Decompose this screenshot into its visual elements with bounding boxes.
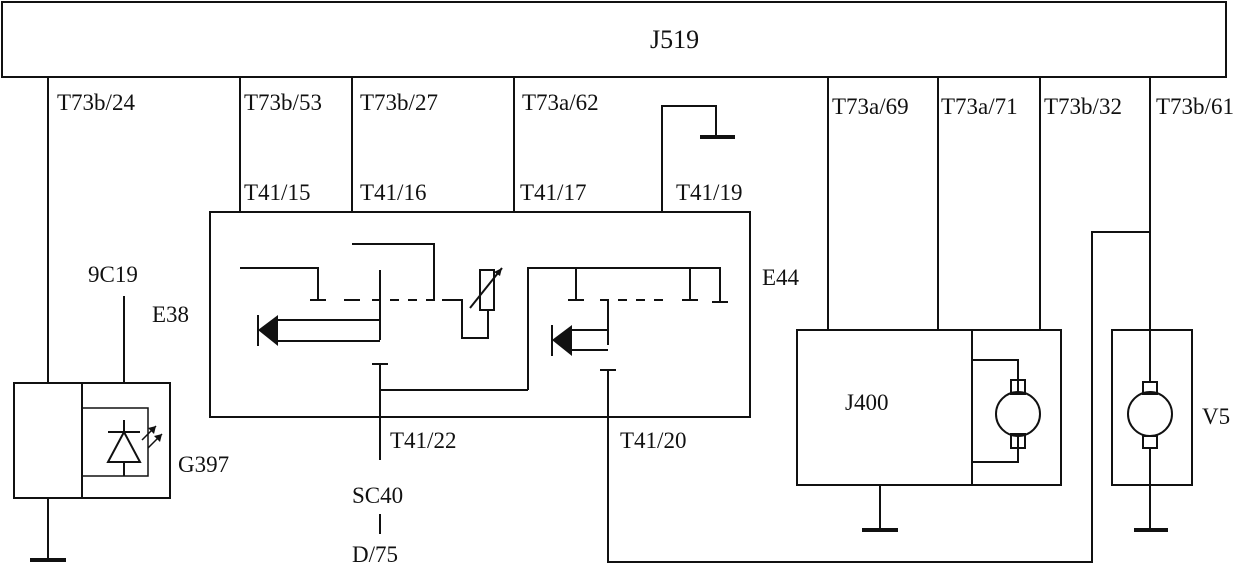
motor-icon — [972, 359, 1041, 463]
d75-label: D/75 — [352, 542, 398, 567]
e44-pushbutton-arrow-icon — [552, 325, 572, 356]
fuse-sc40: SC40 D/75 — [352, 483, 403, 567]
pin-label-t41-16: T41/16 — [360, 180, 426, 205]
pin-label-t73b-24: T73b/24 — [57, 90, 135, 115]
sc40-label: SC40 — [352, 483, 403, 508]
e44-label: E44 — [762, 265, 800, 290]
e38-label: E38 — [152, 302, 189, 327]
pin-label-t73b-32: T73b/32 — [1044, 94, 1122, 119]
c19-label: 9C19 — [88, 262, 138, 287]
pin-label-t73a-71: T73a/71 — [941, 94, 1018, 119]
pin-label-t73a-62: T73a/62 — [522, 90, 599, 115]
e38-switch[interactable]: E38 — [152, 243, 442, 460]
top-pin-labels: T73b/24 T73b/53 T73b/27 T73a/62 T73a/69 … — [57, 90, 1234, 119]
pin-label-t41-19: T41/19 — [676, 180, 742, 205]
photodiode-icon — [106, 420, 163, 476]
pin-label-t73b-27: T73b/27 — [360, 90, 438, 115]
pin-label-t41-22: T41/22 — [390, 428, 456, 453]
wire-t41-20 — [607, 231, 1150, 563]
pin-label-t41-15: T41/15 — [244, 180, 310, 205]
j400-module[interactable]: J400 — [796, 329, 1062, 532]
pin-label-t41-17: T41/17 — [520, 180, 586, 205]
e38-pushbutton-arrow-icon — [258, 315, 278, 346]
e44-switch[interactable]: E44 — [380, 265, 800, 391]
pump-motor-icon — [1127, 330, 1173, 528]
v5-label: V5 — [1202, 404, 1230, 429]
g397-sensor[interactable]: 9C19 G397 — [13, 262, 229, 562]
g397-label: G397 — [178, 452, 229, 477]
switch-block[interactable]: T41/15 T41/16 T41/17 T41/19 E38 — [152, 180, 800, 460]
pin-label-t73a-69: T73a/69 — [832, 94, 909, 119]
j519-label: J519 — [650, 25, 699, 54]
j519-wires — [47, 77, 1151, 383]
v5-pump[interactable]: V5 — [1111, 329, 1230, 532]
j400-label: J400 — [845, 390, 888, 415]
j519-module[interactable]: J519 — [1, 1, 1227, 78]
potentiometer-icon — [442, 267, 503, 339]
pin-label-t73b-53: T73b/53 — [244, 90, 322, 115]
ground-symbol-top — [661, 105, 735, 212]
pin-label-t73b-61: T73b/61 — [1156, 94, 1234, 119]
pin-label-t41-20: T41/20 — [620, 428, 686, 453]
